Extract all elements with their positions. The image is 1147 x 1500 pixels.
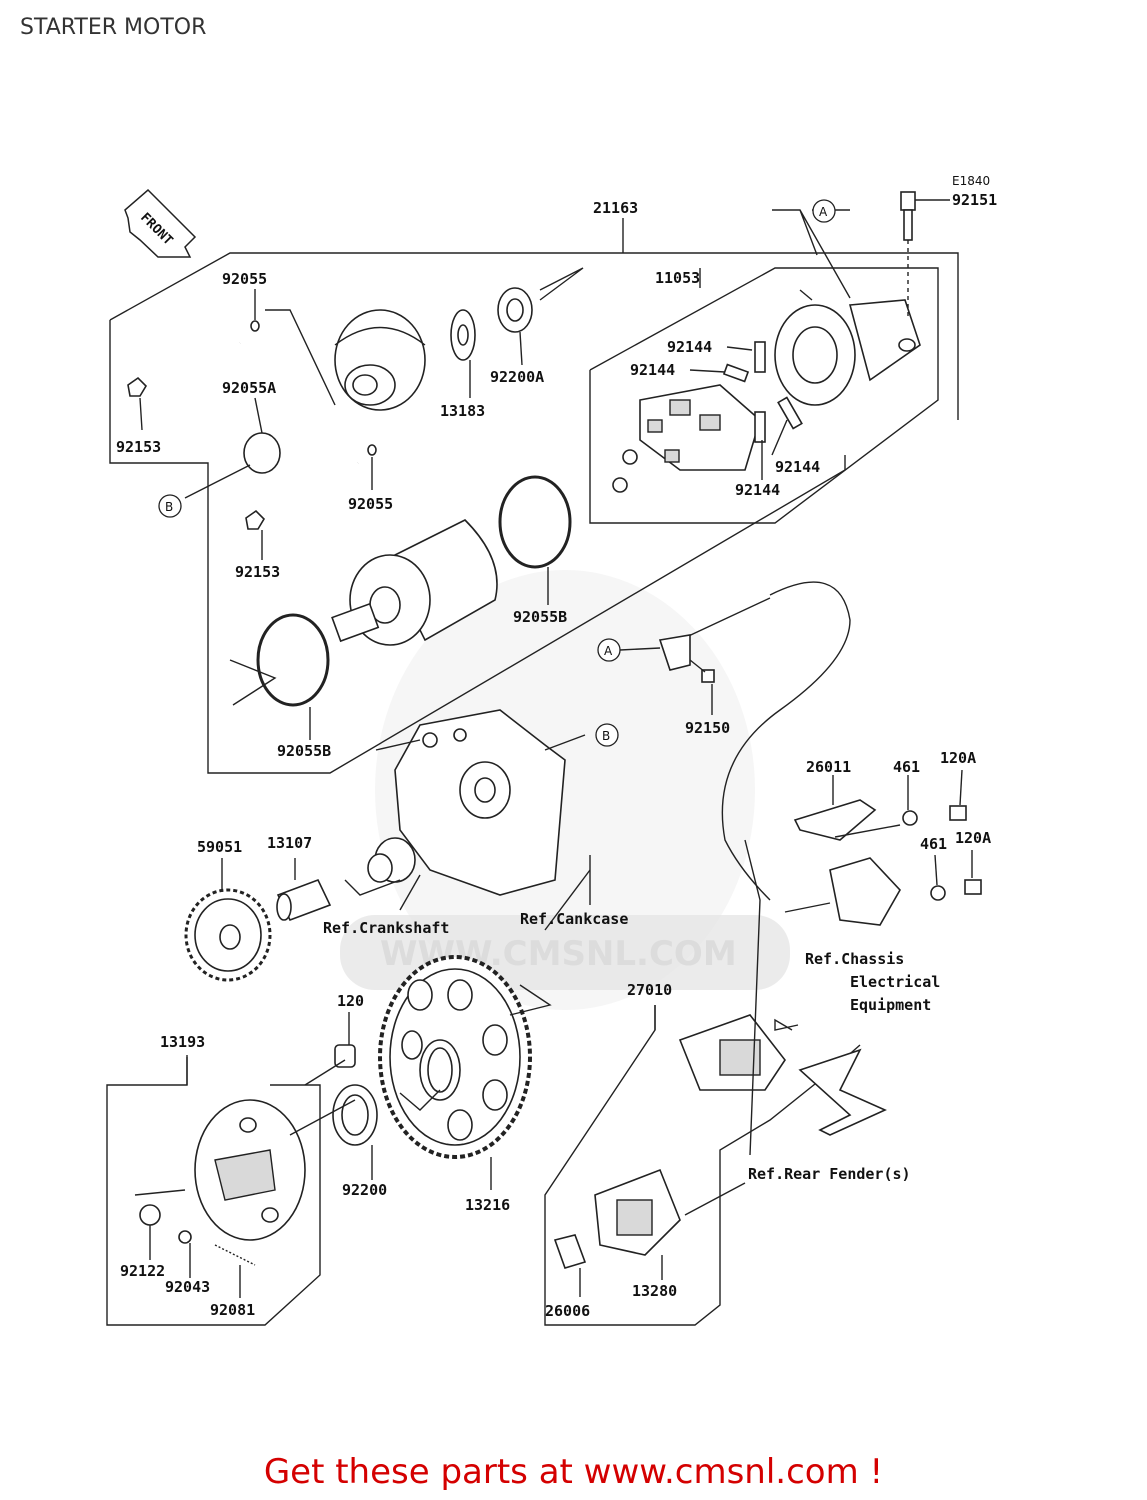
- o-ring-92055-top: [250, 320, 260, 332]
- bolt-92153-top: [127, 341, 241, 397]
- spring-92144: [722, 341, 803, 443]
- crankcase: [367, 709, 566, 896]
- label-13280: 13280: [632, 1282, 677, 1300]
- part-number-labels: 21163 92151 11053 92055 92055A 92153 131…: [116, 191, 997, 1320]
- terminal-cover-26006: [553, 1234, 587, 1269]
- label-26006: 26006: [545, 1302, 590, 1320]
- label-92153-top: 92153: [116, 438, 161, 456]
- ref-crankshaft: Ref.Crankshaft: [323, 919, 449, 937]
- label-92122: 92122: [120, 1262, 165, 1280]
- label-11053: 11053: [655, 269, 700, 287]
- label-92055a: 92055A: [222, 379, 276, 397]
- bolt-120: [334, 1012, 356, 1068]
- brush-holder-box: [589, 267, 939, 524]
- gear-13216: [378, 955, 532, 1159]
- diagram-code: E1840: [952, 174, 990, 188]
- one-way-clutch-box: [106, 1057, 321, 1326]
- label-120: 120: [337, 992, 364, 1010]
- label-27010: 27010: [627, 981, 672, 999]
- callout-b-mid: B: [595, 723, 619, 747]
- label-120a-top: 120A: [940, 749, 976, 767]
- svg-text:A: A: [604, 644, 613, 658]
- label-92144-2: 92144: [630, 361, 675, 379]
- page-title: STARTER MOTOR: [20, 15, 207, 40]
- washer-92200a: [497, 287, 533, 333]
- callout-a-mid: A: [597, 638, 621, 662]
- relay-27010: [678, 857, 901, 1091]
- starter-relay-13280: [594, 1168, 681, 1256]
- label-92144-1: 92144: [667, 338, 712, 356]
- promo-link[interactable]: Get these parts at www.cmsnl.com !: [263, 1452, 884, 1492]
- o-ring-92055-mid: [367, 444, 377, 456]
- label-461-bot: 461: [920, 835, 947, 853]
- label-13107: 13107: [267, 834, 312, 852]
- label-92153-mid: 92153: [235, 563, 280, 581]
- svg-text:B: B: [165, 500, 173, 514]
- washer-92200: [332, 1084, 378, 1146]
- label-120a-bot: 120A: [955, 829, 991, 847]
- svg-text:A: A: [819, 205, 828, 219]
- o-ring-92055a: [243, 432, 281, 474]
- label-92151: 92151: [952, 191, 997, 209]
- parts-diagram: WWW.CMSNL.COM FRONT E1840: [106, 174, 997, 1326]
- label-26011: 26011: [806, 758, 851, 776]
- promo-banner: Get these parts at www.cmsnl.com !: [0, 1452, 1147, 1492]
- washer-13183: [450, 309, 476, 361]
- brush-holder-assembly: [612, 384, 761, 493]
- label-92144-4: 92144: [735, 481, 780, 499]
- reference-labels: Ref.Crankshaft Ref.Cankcase Ref.Chassis …: [323, 910, 940, 1183]
- ref-chassis-line2: Electrical: [850, 973, 940, 991]
- label-13193: 13193: [160, 1033, 205, 1051]
- ref-chassis-line1: Ref.Chassis: [805, 950, 904, 968]
- gear-59051: [184, 888, 272, 982]
- starter-motor-body: [331, 519, 498, 646]
- ref-rear-fender: Ref.Rear Fender(s): [748, 1165, 911, 1183]
- end-housing-11053: [774, 289, 921, 406]
- svg-text:B: B: [602, 729, 610, 743]
- ref-chassis-line3: Equipment: [850, 996, 931, 1014]
- o-ring-92055b-left: [256, 613, 330, 707]
- o-ring-92055b-right: [498, 475, 572, 569]
- callout-a-top: A: [812, 199, 836, 223]
- label-92200a: 92200A: [490, 368, 544, 386]
- leader-lines: [134, 209, 973, 1298]
- front-arrow-icon: FRONT: [124, 188, 197, 258]
- label-92055-mid: 92055: [348, 495, 393, 513]
- end-cover-part: [334, 309, 426, 411]
- label-461-top: 461: [893, 758, 920, 776]
- bolt-92151: [900, 191, 950, 320]
- label-92055b-left: 92055B: [277, 742, 331, 760]
- label-59051: 59051: [197, 838, 242, 856]
- label-92150: 92150: [685, 719, 730, 737]
- label-92043: 92043: [165, 1278, 210, 1296]
- shaft-13107: [276, 878, 332, 922]
- label-92200: 92200: [342, 1181, 387, 1199]
- label-92081: 92081: [210, 1301, 255, 1319]
- label-21163: 21163: [593, 199, 638, 217]
- starter-cable: [658, 581, 851, 901]
- label-92144-3: 92144: [775, 458, 820, 476]
- callout-b-left: B: [158, 494, 182, 518]
- bolt-92153-mid: [245, 461, 359, 530]
- label-92055b-right: 92055B: [513, 608, 567, 626]
- connector-26011: [793, 799, 982, 901]
- relay-box-outline: [544, 1005, 887, 1326]
- label-13216: 13216: [465, 1196, 510, 1214]
- label-92055-top: 92055: [222, 270, 267, 288]
- one-way-clutch-13193: [139, 1099, 306, 1266]
- ref-crankcase: Ref.Cankcase: [520, 910, 628, 928]
- label-13183: 13183: [440, 402, 485, 420]
